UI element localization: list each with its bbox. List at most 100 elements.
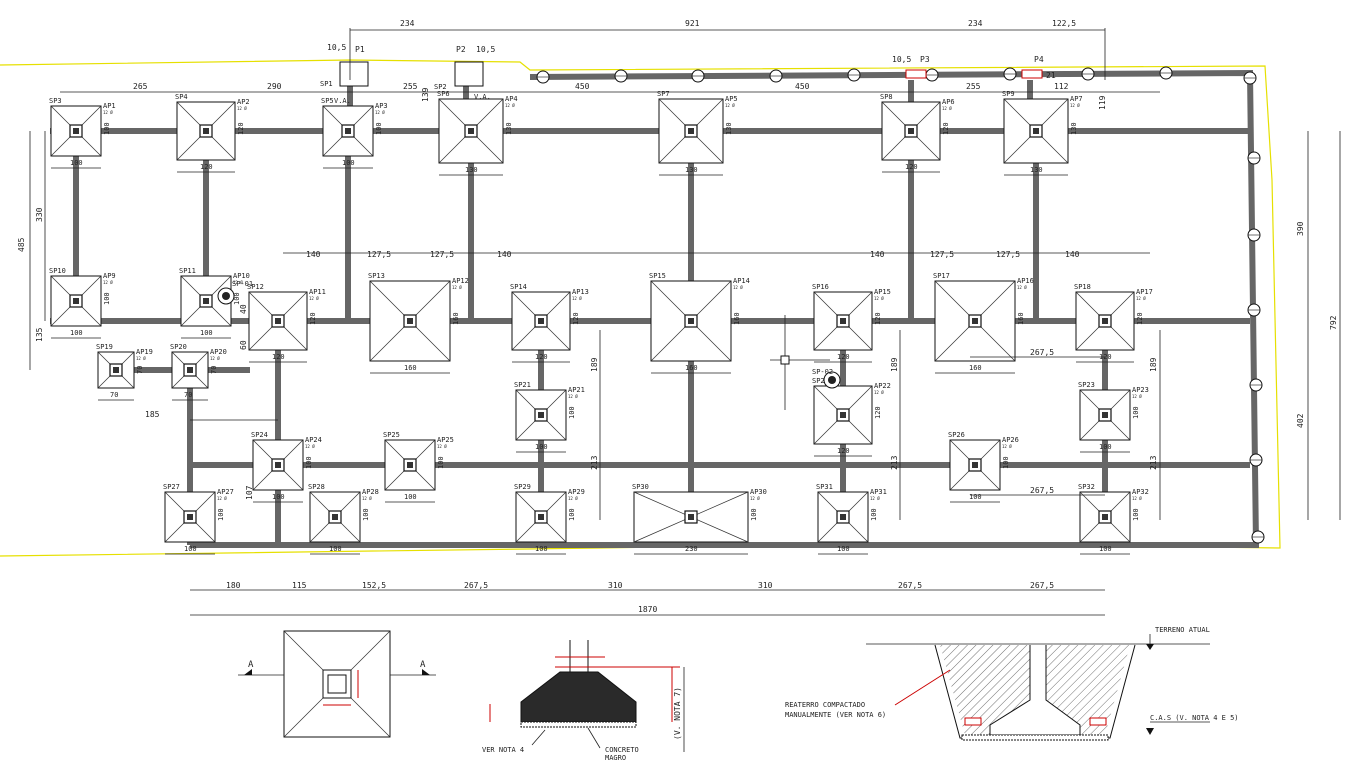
dim-bottom-h: 267,5 <box>1030 581 1054 590</box>
footing-ap-label: AP29 <box>568 488 585 496</box>
dim-top-7: 10,5 <box>892 55 911 64</box>
dim-right-i: 213 <box>1149 455 1158 470</box>
footing-ap-sub: 12 Ø <box>505 103 515 108</box>
footing-ap-label: AP2 <box>237 98 250 106</box>
dim-right-f: 189 <box>890 357 899 372</box>
dim-mid-g: 127,5 <box>996 250 1020 259</box>
footing-ap-sub: 12 Ø <box>362 496 372 501</box>
footing-height-label: 120 <box>309 312 317 325</box>
pillar-p3 <box>905 69 927 79</box>
cas-label: C.A.S (V. NOTA 4 E 5) <box>1150 714 1239 722</box>
dim-top-5: 10,5 <box>327 43 346 52</box>
dimension-lines <box>29 28 1341 616</box>
footing-width-label: 70 <box>110 391 118 399</box>
footing-sp-label: SP18 <box>1074 283 1091 291</box>
footing-width-label: 70 <box>184 391 192 399</box>
va-2-label: V.A. <box>474 93 491 101</box>
dim-left-e: 107 <box>245 485 254 500</box>
footing-sp-label: SP7 <box>657 90 670 98</box>
footing-sp-label: SP30 <box>632 483 649 491</box>
footing-width-label: 120 <box>837 447 850 455</box>
footing-width-label: 130 <box>685 166 698 174</box>
dim-bottom-c: 152,5 <box>362 581 386 590</box>
dim-right-a: 390 <box>1296 221 1305 236</box>
footing-height-label: 120 <box>942 122 950 135</box>
footing-ap-sub: 12 Ø <box>210 356 220 361</box>
footing-sp-label: SP14 <box>510 283 527 291</box>
footing-ap-label: AP31 <box>870 488 887 496</box>
dim-left-b: 485 <box>17 237 26 252</box>
footing-ap-label: AP16 <box>1017 277 1034 285</box>
dim-mid-a: 140 <box>306 250 321 259</box>
footing-ap-sub: 12 Ø <box>233 280 243 285</box>
footing-ap-label: AP4 <box>505 95 518 103</box>
footing-sp-label: SP20 <box>170 343 187 351</box>
footing-width-label: 100 <box>272 493 285 501</box>
footing-ap-label: AP27 <box>217 488 234 496</box>
footing-sp-label: SP26 <box>948 431 965 439</box>
dim-mid-c: 127,5 <box>430 250 454 259</box>
dim-mid-e: 140 <box>870 250 885 259</box>
dim-left-c: 135 <box>35 327 44 342</box>
spt-1-label: SP1 <box>320 80 333 88</box>
footing-ap-sub: 12 Ø <box>874 296 884 301</box>
footing-sp-label: SP29 <box>514 483 531 491</box>
footing-width-label: 100 <box>837 545 850 553</box>
footing-ap-sub: 12 Ø <box>452 285 462 290</box>
footing-height-label: 100 <box>305 456 313 469</box>
concreto-label: CONCRETO <box>605 746 639 754</box>
footing-height-label: 100 <box>437 456 445 469</box>
footing-sp-label: SP6 <box>437 90 450 98</box>
sounding-sp02-label: SP-02 <box>812 368 833 376</box>
dim-right-g: 213 <box>890 455 899 470</box>
dim-bottom-a: 180 <box>226 581 241 590</box>
section-mark-left: A <box>248 660 254 670</box>
pillar-p1-label: P1 <box>355 45 365 54</box>
dim-top-2: 921 <box>685 19 700 28</box>
footing-height-label: 120 <box>874 406 882 419</box>
dim-top-4: 122,5 <box>1052 19 1076 28</box>
footing-ap-sub: 12 Ø <box>870 496 880 501</box>
footing-height-label: 100 <box>1132 508 1140 521</box>
footing-ap-sub: 12 Ø <box>136 356 146 361</box>
footing-width-label: 160 <box>969 364 982 372</box>
soundings: SP-01 SP-02 <box>217 280 841 410</box>
dim-right-e: 213 <box>590 455 599 470</box>
dim-top-6: 10,5 <box>476 45 495 54</box>
footing-ap-label: AP19 <box>136 348 153 356</box>
footing-ap-label: AP26 <box>1002 436 1019 444</box>
footing-height-label: 160 <box>1017 312 1025 325</box>
footing-height-label: 120 <box>1136 312 1144 325</box>
footing-width-label: 100 <box>1099 443 1112 451</box>
footing-ap-label: AP22 <box>874 382 891 390</box>
footing-ap-label: AP24 <box>305 436 322 444</box>
footing-width-label: 120 <box>272 353 285 361</box>
footing-sp-label: SP27 <box>163 483 180 491</box>
footing-width-label: 100 <box>184 545 197 553</box>
detail-footing-section: (V. NOTA 7) VER NOTA 4 CONCRETO MAGRO <box>482 640 685 762</box>
dim-right-b: 792 <box>1329 315 1338 330</box>
footing-width-label: 100 <box>535 545 548 553</box>
footing-width-label: 100 <box>70 329 83 337</box>
footing-height-label: 120 <box>572 312 580 325</box>
dim-left-f: 60 <box>239 340 248 350</box>
footing-width-label: 120 <box>1099 353 1112 361</box>
dim-row1-c: 255 <box>403 82 418 91</box>
footing-ap-sub: 12 Ø <box>437 444 447 449</box>
footing-sp-label: SP28 <box>308 483 325 491</box>
dim-mid-b: 127,5 <box>367 250 391 259</box>
dim-right-c: 402 <box>1296 413 1305 428</box>
footing-sp-label: SP25 <box>383 431 400 439</box>
footing-ap-sub: 12 Ø <box>103 110 113 115</box>
dim-left-g: 40 <box>239 304 248 314</box>
dim-row1-e: 450 <box>795 82 810 91</box>
